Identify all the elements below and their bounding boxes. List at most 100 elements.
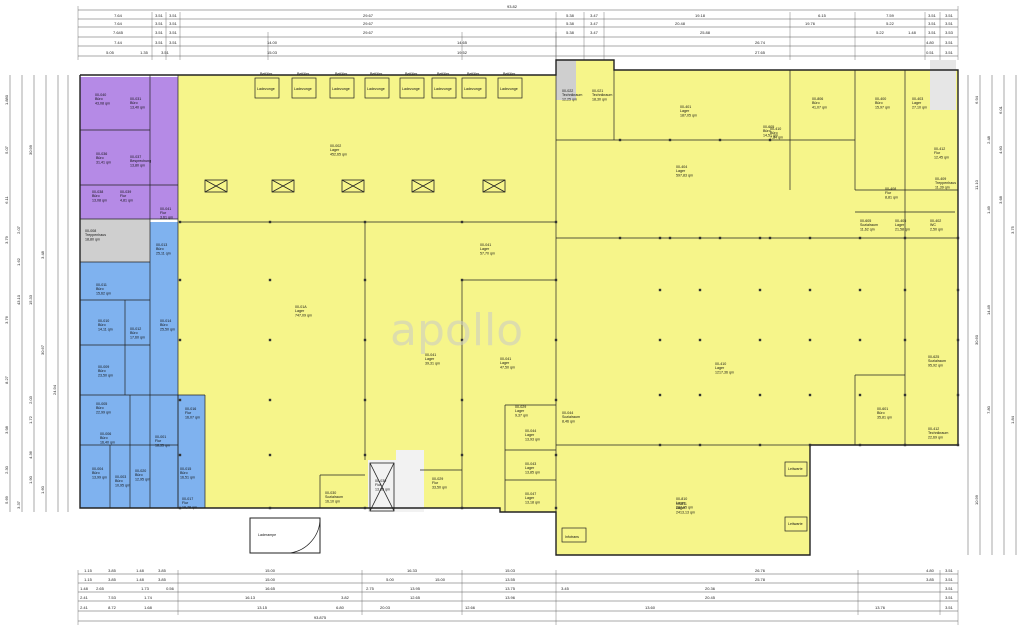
svg-text:1.73: 1.73: [141, 586, 150, 591]
svg-text:3.51: 3.51: [928, 21, 937, 26]
pallet-2: [271, 179, 295, 193]
room-name: Lager: [515, 409, 525, 413]
room-name: Flur: [885, 191, 892, 195]
column-marker: [460, 398, 464, 402]
room-no: 00-002: [330, 144, 341, 148]
column-marker: [363, 506, 367, 510]
loading-dock-label: Laderampe: [258, 533, 276, 537]
column-marker: [268, 398, 272, 402]
room-area: 57,70 qm: [480, 251, 495, 255]
svg-text:3.51: 3.51: [169, 40, 178, 45]
room-name: Büro: [98, 369, 106, 373]
svg-text:14.65: 14.65: [457, 40, 468, 45]
svg-text:1.49: 1.49: [986, 205, 991, 214]
room-no: 00-022: [562, 89, 573, 93]
bay-label: Ladezunge: [332, 87, 350, 91]
column-marker: [554, 453, 558, 457]
room-no: 00-004: [92, 467, 103, 471]
svg-text:3.51: 3.51: [945, 13, 954, 18]
room-name: Besprechung: [130, 159, 151, 163]
svg-text:13.15: 13.15: [257, 605, 268, 610]
svg-text:3.51: 3.51: [945, 21, 954, 26]
svg-text:3.51: 3.51: [161, 50, 170, 55]
room-no: 00-400: [875, 97, 886, 101]
zone-office-blue: [80, 222, 205, 508]
column-marker: [658, 288, 662, 292]
room-no: 00-003: [115, 475, 126, 479]
column-marker: [808, 288, 812, 292]
svg-text:3.85: 3.85: [158, 568, 167, 573]
room-area: 35,81 qm: [877, 415, 892, 419]
svg-text:15.33: 15.33: [28, 294, 33, 305]
room-area: 13,80 qm: [130, 163, 145, 167]
column-marker: [554, 506, 558, 510]
room-name: Büro: [160, 323, 168, 327]
column-marker: [903, 338, 907, 342]
room-name: Lager: [676, 506, 686, 510]
room-no: 00-402: [930, 219, 941, 223]
svg-text:3.98: 3.98: [4, 425, 9, 434]
room-no: 00-001: [155, 435, 166, 439]
svg-text:1.35: 1.35: [140, 50, 149, 55]
svg-text:3.51: 3.51: [155, 40, 164, 45]
column-marker: [363, 278, 367, 282]
room-no: 00-040: [95, 93, 106, 97]
svg-text:3.51: 3.51: [945, 605, 954, 610]
room-no: 00-411: [676, 502, 687, 506]
svg-text:1.48: 1.48: [80, 586, 89, 591]
room-name: Lager: [425, 357, 435, 361]
room-no: 00-020: [135, 469, 146, 473]
room-area: 27,10 qm: [912, 105, 927, 109]
svg-text:3.79: 3.79: [4, 235, 9, 244]
svg-text:1.48: 1.48: [136, 568, 145, 573]
room-area: 597,83 qm: [676, 173, 693, 177]
svg-text:13.96: 13.96: [505, 595, 516, 600]
svg-text:1.84: 1.84: [1010, 415, 1015, 424]
bottom-dim-row4: 2.41 7.53 1.74 16.13 3.82 12.65 13.96 20…: [80, 595, 954, 600]
svg-text:14.49: 14.49: [986, 304, 991, 315]
svg-text:30.67: 30.67: [40, 344, 45, 355]
svg-text:15.00: 15.00: [435, 577, 446, 582]
column-marker: [668, 236, 672, 240]
bay-fill-label: Befüller: [370, 72, 383, 76]
room-name: Lager: [715, 366, 725, 370]
svg-text:24.94: 24.94: [52, 384, 57, 395]
room-name: Büro: [135, 473, 143, 477]
room-no: 00-412: [928, 427, 939, 431]
svg-text:13.60: 13.60: [645, 605, 656, 610]
column-marker: [956, 236, 960, 240]
room-name: Flur: [182, 501, 189, 505]
room-no: 00-030: [325, 491, 336, 495]
room-area: 13,08 qm: [92, 198, 107, 202]
svg-text:16.65: 16.65: [265, 586, 276, 591]
svg-text:0.56: 0.56: [166, 586, 175, 591]
room-no: 00-041: [500, 357, 511, 361]
room-name: Büro: [115, 479, 123, 483]
room-name: Büro: [92, 471, 100, 475]
svg-text:3.51: 3.51: [155, 21, 164, 26]
svg-text:5.05: 5.05: [106, 50, 115, 55]
infotrans-label: Infotrans: [565, 535, 579, 539]
svg-text:3.51: 3.51: [945, 40, 954, 45]
room-no: 00-405: [895, 219, 906, 223]
room-name: Flur: [155, 439, 162, 443]
bay-label: Ladezunge: [367, 87, 385, 91]
room-no: 00-412: [934, 147, 945, 151]
room-area: 10,95 qm: [115, 483, 130, 487]
svg-text:3.51: 3.51: [945, 50, 954, 55]
svg-text:10.99: 10.99: [974, 494, 979, 505]
svg-text:19.18: 19.18: [695, 13, 706, 18]
